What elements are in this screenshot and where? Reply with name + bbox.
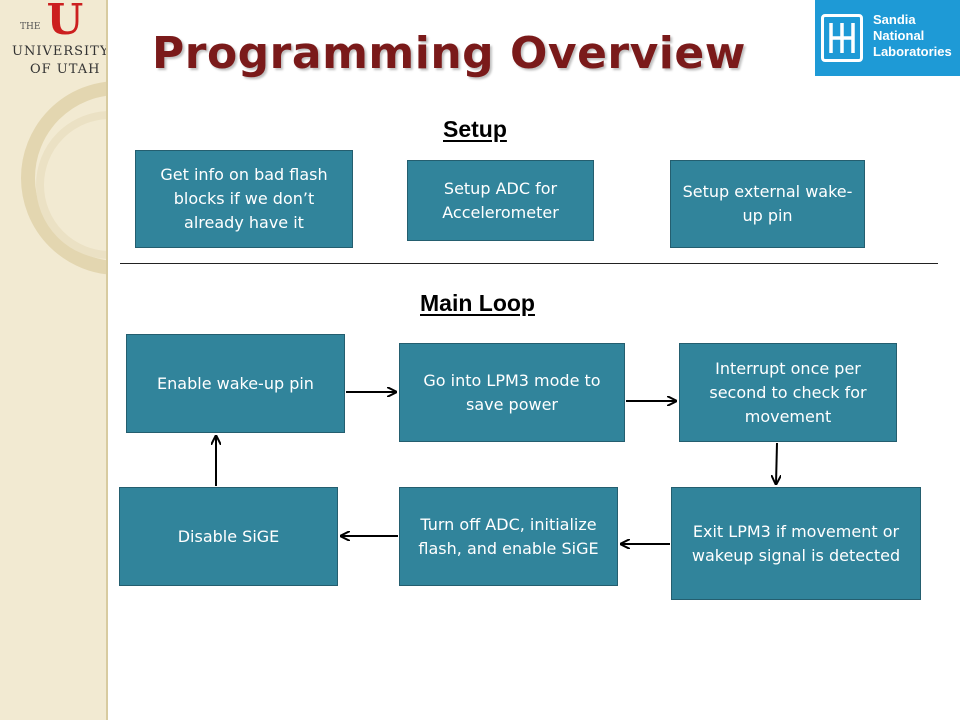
slide-title: Programming Overview xyxy=(152,28,746,79)
section-divider xyxy=(120,263,938,264)
interrupt-check-box: Interrupt once per second to check for m… xyxy=(679,343,897,442)
turn-off-adc-box: Turn off ADC, initialize flash, and enab… xyxy=(399,487,618,586)
sidebar-swirl-decoration xyxy=(21,81,106,275)
decorative-sidebar: U THE UNIVERSITY OF UTAH xyxy=(0,0,108,720)
main-loop-heading: Main Loop xyxy=(420,290,535,316)
university-of-utah-logo: U THE UNIVERSITY OF UTAH xyxy=(8,0,106,90)
disable-sige-box: Disable SiGE xyxy=(119,487,338,586)
sandia-line-3: Laboratories xyxy=(873,44,952,59)
setup-bad-flash-box: Get info on bad flash blocks if we don’t… xyxy=(135,150,353,248)
setup-wakeup-pin-box: Setup external wake-up pin xyxy=(670,160,865,248)
logo-the-text: THE xyxy=(20,22,41,32)
utah-u-mark: U xyxy=(46,0,84,44)
arrow-interrupt-to-exit xyxy=(776,442,777,484)
logo-university-text: UNIVERSITY xyxy=(12,44,108,59)
lpm3-mode-box: Go into LPM3 mode to save power xyxy=(399,343,625,442)
exit-lpm3-box: Exit LPM3 if movement or wakeup signal i… xyxy=(671,487,921,600)
enable-wake-pin-box: Enable wake-up pin xyxy=(126,334,345,433)
sandia-line-1: Sandia xyxy=(873,12,916,27)
sandia-name: Sandia National Laboratories xyxy=(873,12,959,60)
setup-heading: Setup xyxy=(443,116,507,142)
logo-of-utah-text: OF UTAH xyxy=(30,62,101,77)
sandia-thunderbird-icon xyxy=(821,14,863,62)
setup-adc-box: Setup ADC for Accelerometer xyxy=(407,160,594,241)
sandia-line-2: National xyxy=(873,28,925,43)
sandia-logo: Sandia National Laboratories xyxy=(815,0,960,76)
